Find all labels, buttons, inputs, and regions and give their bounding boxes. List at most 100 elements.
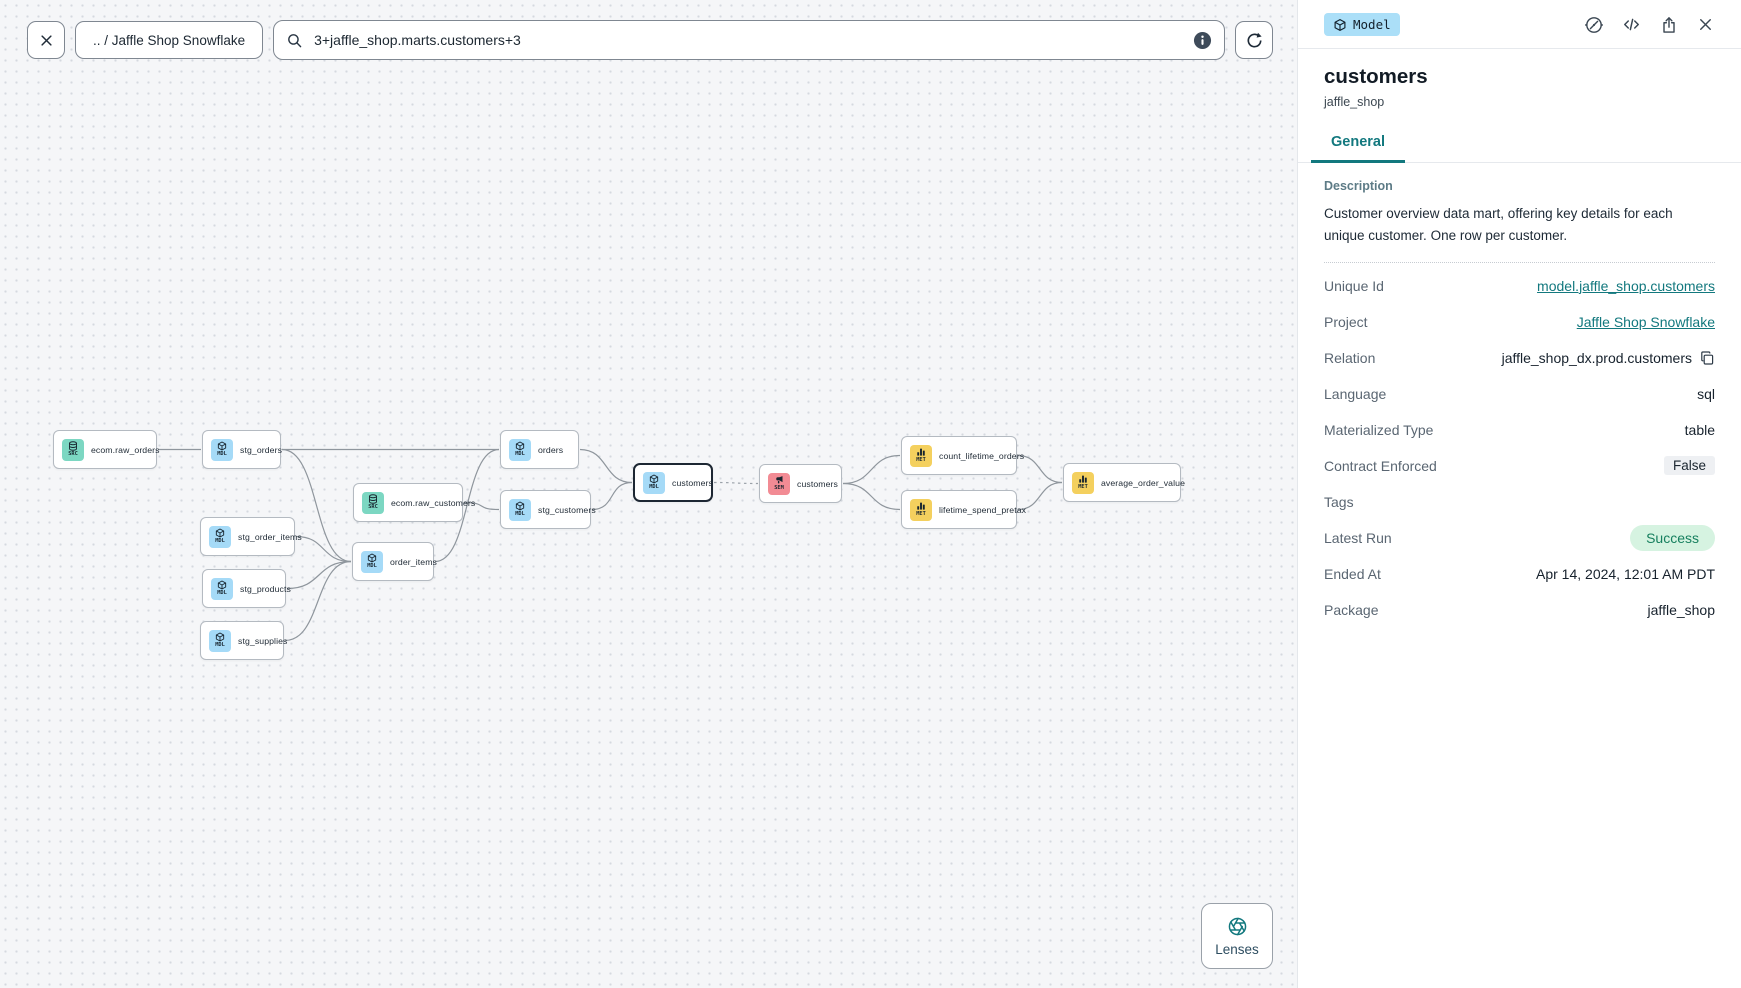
megaphone-icon [776,476,783,484]
search-bar[interactable] [273,20,1225,60]
node-label: customers [797,478,838,489]
cube-icon [215,632,225,642]
graph-node-stg_orders[interactable]: MDL stg_orders [202,430,283,469]
close-lineage-button[interactable] [27,21,65,59]
compass-icon [1584,16,1604,33]
bar-chart-icon [917,503,925,510]
cube-icon [217,580,227,590]
details-panel: Model customers jaffle_shop [1297,0,1741,988]
model-icon: MDL [209,629,231,652]
close-icon [40,34,52,46]
node-label: average_order_value [1101,477,1186,488]
detail-link[interactable]: Jaffle Shop Snowflake [1576,313,1715,330]
detail-label: Contract Enforced [1324,457,1437,474]
node-label: ecom.raw_orders [91,444,160,455]
edge-stg_supplies-to-order_items [284,560,352,642]
section-divider [1324,261,1715,263]
edge-customers_sem-to-lifetime_spend_pretax [842,482,901,511]
source-icon: SRC [362,491,384,514]
lenses-button[interactable]: Lenses [1201,903,1273,969]
detail-value: sql [1697,385,1715,402]
edge-customers-to-customers_sem [713,481,759,485]
database-icon [369,494,377,505]
source-icon: SRC [62,438,84,461]
database-icon [69,441,77,452]
bar-chart-icon [1079,476,1087,483]
badge-label: Model [1353,17,1391,32]
bar-chart-icon [917,449,925,456]
edge-stg_products-to-order_items [286,560,352,590]
detail-value: table [1684,421,1715,438]
model-icon: MDL [211,438,233,461]
breadcrumb-label: .. / Jaffle Shop Snowflake [93,32,246,48]
edge-orders-to-customers [579,448,633,484]
graph-node-ecom.raw_orders[interactable]: SRC ecom.raw_orders [53,430,160,469]
cube-icon [515,441,525,451]
detail-label: Unique Id [1324,277,1384,294]
tab-general[interactable]: General [1311,125,1405,163]
breadcrumb[interactable]: .. / Jaffle Shop Snowflake [75,21,264,59]
panel-close-button[interactable] [1696,15,1715,34]
model-cube-icon [1334,18,1346,31]
copy-button[interactable] [1699,350,1715,366]
edge-stg_order_items-to-order_items [295,535,352,563]
detail-value: jaffle_shop [1647,601,1715,618]
description-label: Description [1324,179,1393,193]
graph-node-stg_order_items[interactable]: MDL stg_order_items [200,517,302,556]
detail-label: Ended At [1324,565,1381,582]
detail-row: Ended At Apr 14, 2024, 12:01 AM PDT [1324,556,1715,592]
cube-icon [215,528,225,538]
node-label: count_lifetime_orders [939,450,1025,461]
code-icon [1624,18,1639,31]
node-label: orders [538,444,564,455]
search-input[interactable] [312,31,1184,49]
cube-icon [217,441,227,451]
detail-label: Tags [1324,493,1354,510]
info-icon[interactable] [1193,31,1212,50]
detail-row: Contract Enforced False [1324,448,1715,484]
model-icon: MDL [361,550,383,573]
detail-row: Tags [1324,484,1715,520]
detail-value-with-copy: jaffle_shop_dx.prod.customers [1502,350,1715,366]
detail-value: Apr 14, 2024, 12:01 AM PDT [1536,565,1715,582]
refresh-button[interactable] [1235,21,1273,59]
share-button[interactable] [1659,15,1679,35]
panel-actions [1584,14,1715,35]
detail-link[interactable]: model.jaffle_shop.customers [1537,277,1715,294]
model-icon: MDL [209,525,231,548]
lineage-toolbar: .. / Jaffle Shop Snowflake [27,20,1273,60]
node-label: stg_orders [240,444,283,455]
node-label: stg_order_items [238,531,302,542]
panel-header: Model [1298,0,1741,49]
panel-tabs: General [1298,125,1741,163]
detail-label: Materialized Type [1324,421,1434,438]
search-icon [288,33,302,47]
copy-icon [1701,351,1714,365]
resource-type-badge: Model [1324,13,1400,36]
value-badge: False [1663,456,1715,476]
status-badge: Success [1630,524,1715,551]
node-label: stg_customers [538,504,596,515]
metric-icon: MET [910,498,932,521]
explore-lineage-button[interactable] [1584,15,1604,35]
detail-row: Materialized Type table [1324,412,1715,448]
view-code-button[interactable] [1621,14,1642,35]
